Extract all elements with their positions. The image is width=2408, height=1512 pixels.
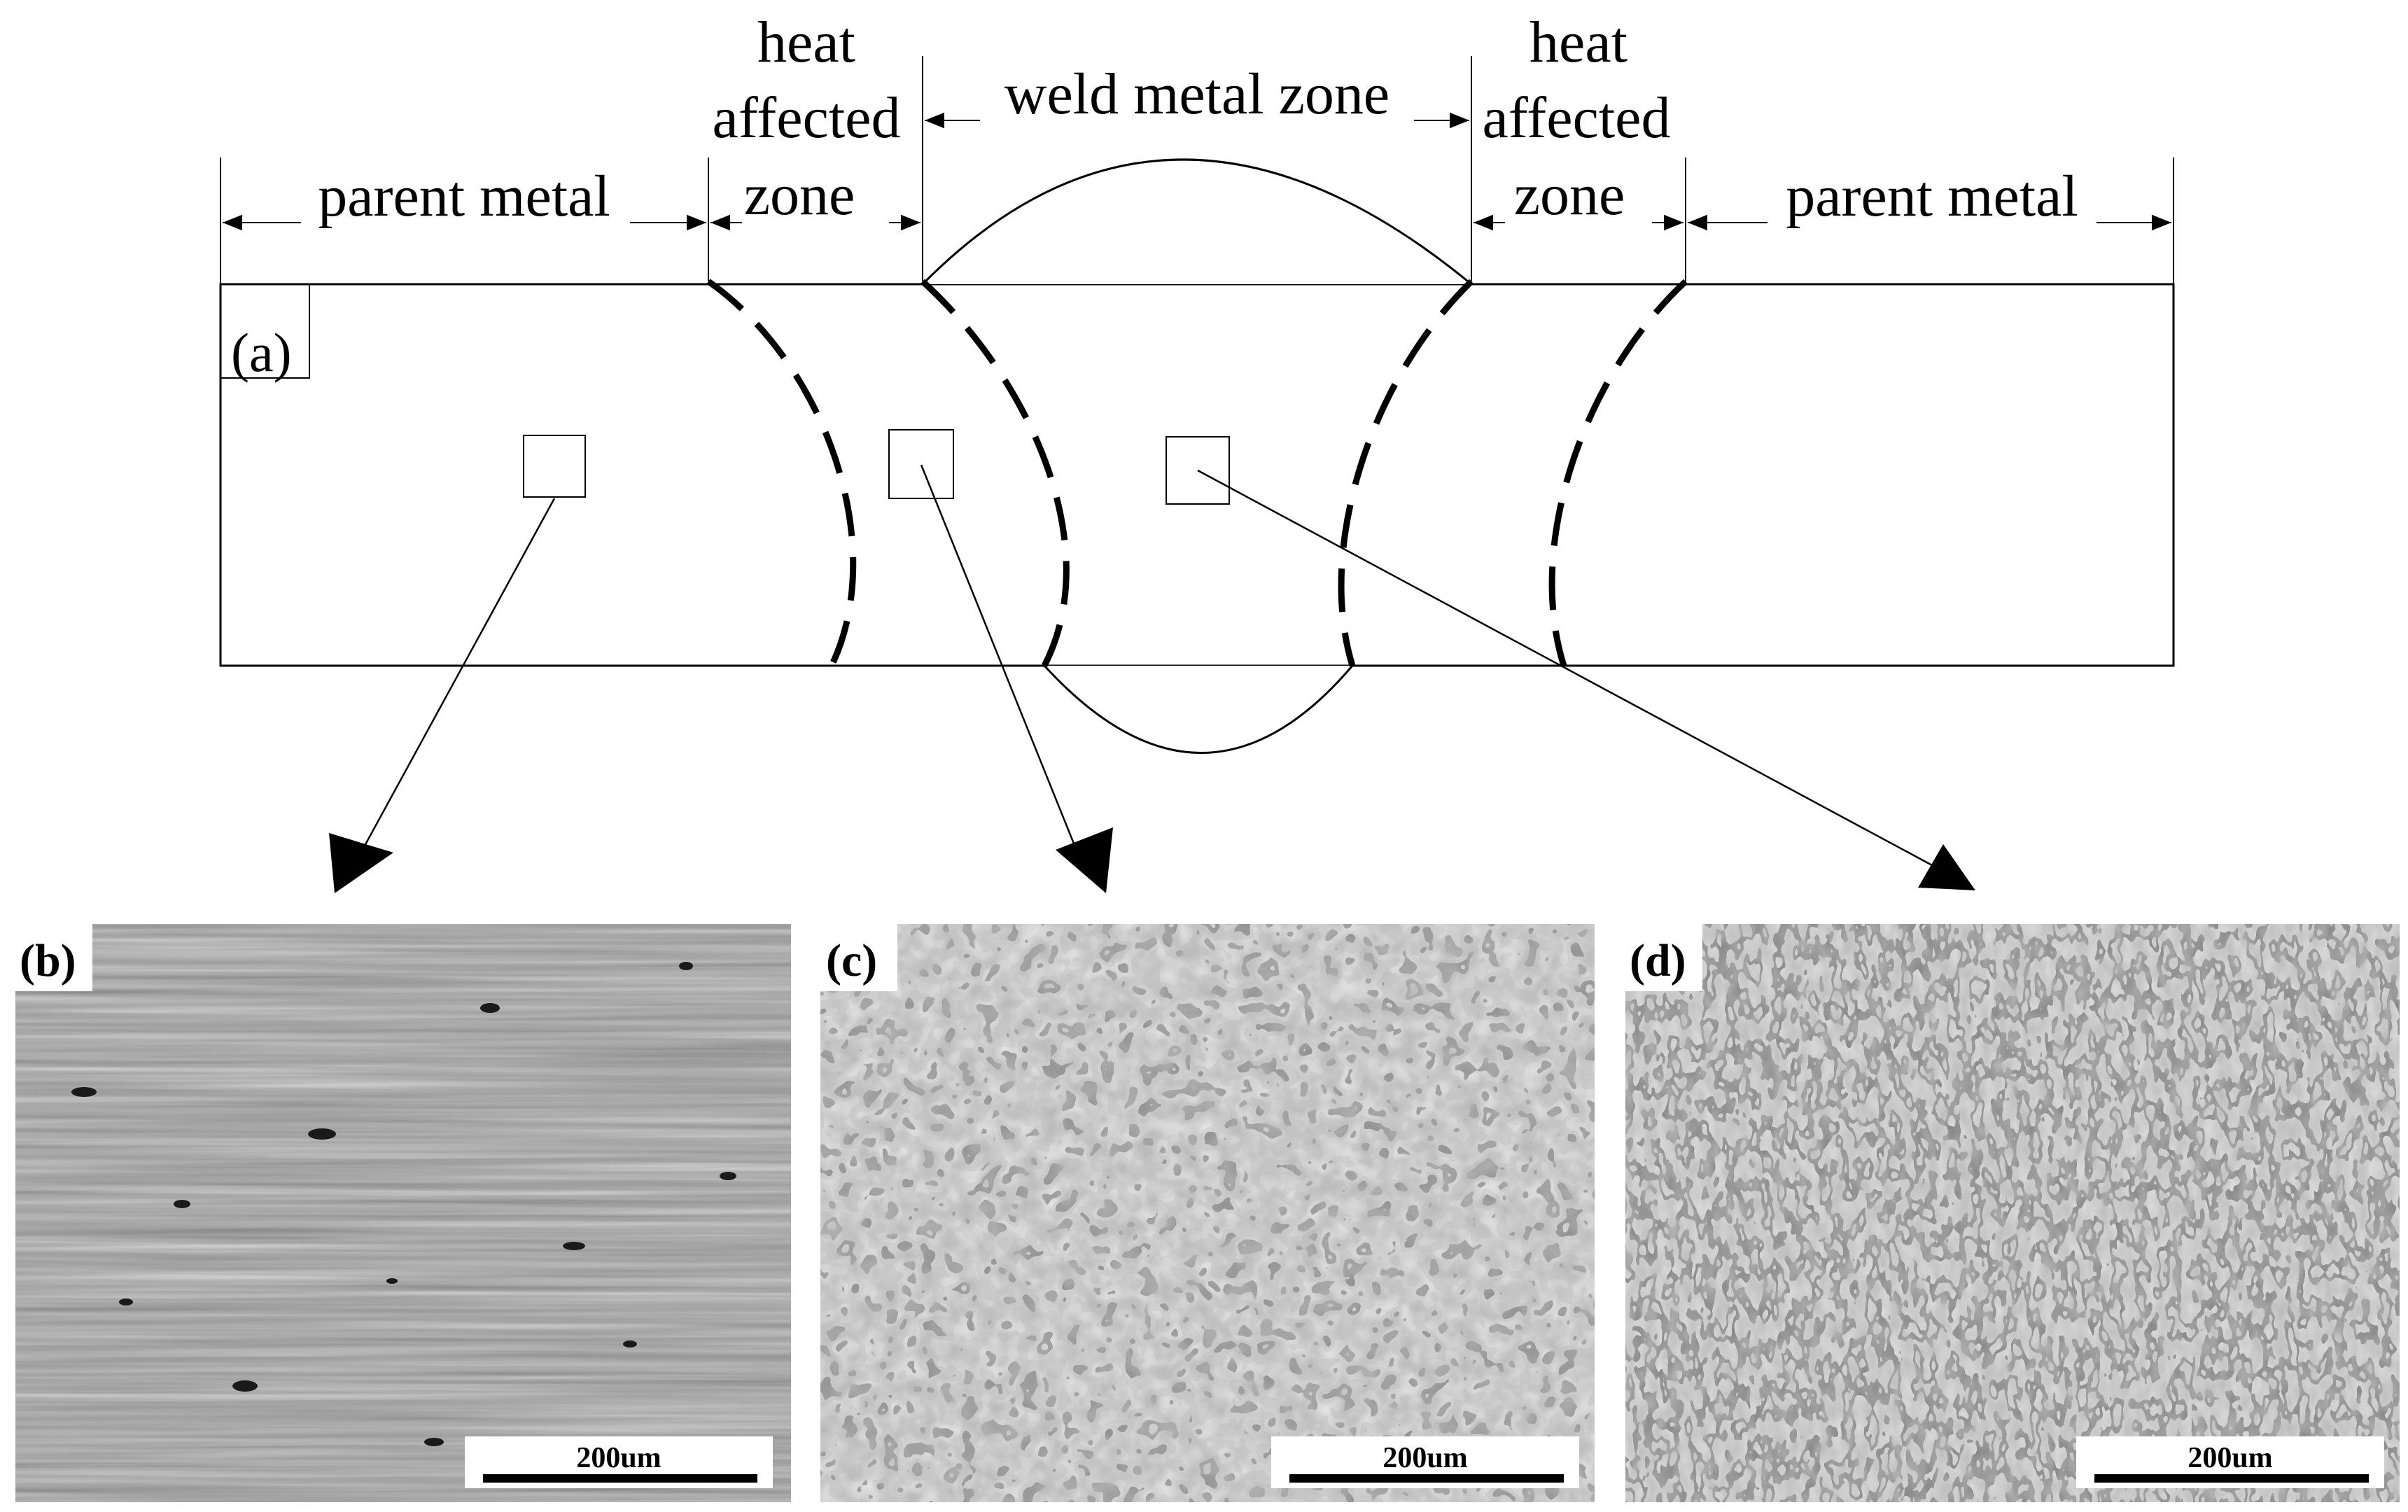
- label-parent-metal-left: parent metal: [318, 164, 610, 229]
- panel-a-tag: (a): [231, 322, 292, 383]
- label-haz-left-line3: zone: [744, 162, 855, 227]
- arrowhead-b: [329, 833, 393, 893]
- label-parent-metal-right: parent metal: [1786, 164, 2078, 229]
- panel-c-tag: (c): [826, 935, 877, 986]
- leader-to-b: [363, 498, 556, 848]
- panel-b-tag-bg: [15, 924, 92, 991]
- micrograph-d-texture: [1625, 924, 2400, 1502]
- haz-outer-boundary-right: [1548, 279, 1688, 667]
- label-haz-left-line1: heat: [757, 10, 855, 75]
- scale-bar-d: [2094, 1474, 2369, 1483]
- label-haz-right-line2: affected: [1483, 85, 1671, 150]
- label-haz-left-line2: affected: [713, 85, 901, 150]
- fusion-boundary-left: [920, 279, 1070, 668]
- leader-to-c: [920, 464, 1077, 848]
- panel-c-tag-bg: [820, 924, 897, 991]
- micrograph-c-texture: [820, 924, 1595, 1502]
- panel-b-tag: (b): [20, 935, 76, 986]
- panel-d-tag: (d): [1630, 935, 1686, 986]
- panel-a-tag-frame: [220, 284, 310, 379]
- sample-square-haz: [888, 429, 954, 499]
- weld-cap: [921, 158, 1472, 286]
- scale-bar-b: [483, 1474, 757, 1483]
- panel-d-tag-bg: [1625, 924, 1702, 991]
- label-haz-right-line3: zone: [1514, 162, 1625, 227]
- haz-outer-boundary-left: [706, 279, 857, 667]
- scale-label-b: 200um: [576, 1442, 661, 1474]
- arrowhead-c: [1056, 827, 1113, 893]
- micrograph-c: (c) 200um: [820, 924, 1595, 1502]
- panel-a-schematic: (a) parent metal heat affe: [219, 10, 2175, 893]
- scale-label-c: 200um: [1382, 1442, 1467, 1474]
- micrograph-b-inclusions: [71, 962, 736, 1446]
- fusion-boundary-right: [1338, 279, 1474, 667]
- weld-root: [1043, 664, 1354, 754]
- arrowhead-d: [1918, 844, 1975, 890]
- micrograph-d: (d) 200um: [1625, 924, 2400, 1502]
- micrograph-b-texture: [15, 924, 791, 1502]
- leader-to-d: [1197, 469, 1933, 867]
- micrograph-b: (b) 200um: [15, 924, 791, 1502]
- sample-square-parent: [523, 435, 586, 498]
- scale-label-d: 200um: [2188, 1442, 2272, 1474]
- label-haz-right-line1: heat: [1530, 10, 1628, 75]
- scale-bar-c: [1289, 1474, 1564, 1483]
- label-weld-metal-zone: weld metal zone: [1004, 62, 1390, 127]
